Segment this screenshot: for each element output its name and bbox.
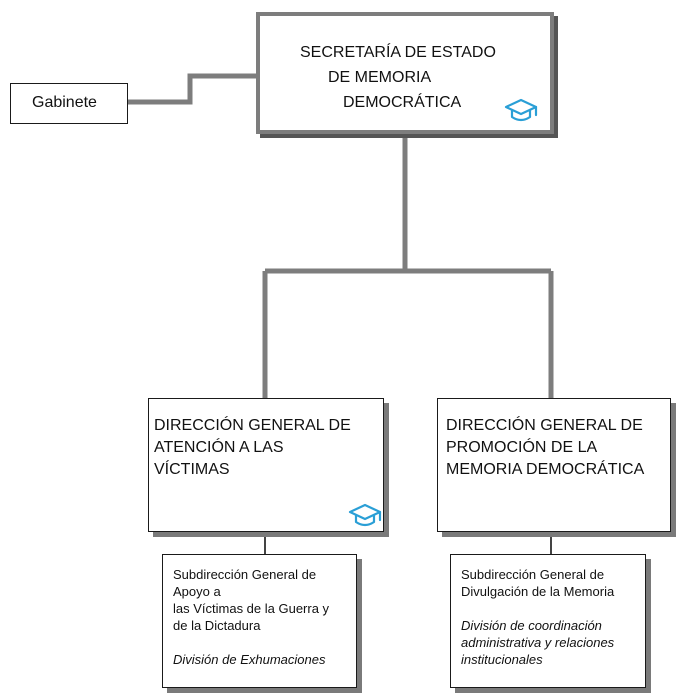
gabinete-label: Gabinete <box>32 94 97 111</box>
sub-divulgacion-box[interactable]: Subdirección General de Divulgación de l… <box>450 554 646 688</box>
graduation-cap-icon <box>348 503 382 527</box>
secretaria-line-1: SECRETARÍA DE ESTADO <box>300 44 496 61</box>
dg-victimas-line-2: ATENCIÓN A LAS <box>154 439 284 456</box>
gabinete-connector <box>128 73 258 105</box>
dg-promocion-line-3: MEMORIA DEMOCRÁTICA <box>446 461 645 478</box>
secretaria-line-3: DEMOCRÁTICA <box>343 94 462 111</box>
dg-victimas-line-3: VÍCTIMAS <box>154 461 230 478</box>
secretaria-box[interactable]: SECRETARÍA DE ESTADO DE MEMORIA DEMOCRÁT… <box>256 12 554 134</box>
division-exhumaciones: División de Exhumaciones <box>173 652 326 667</box>
graduation-cap-icon <box>504 98 538 122</box>
gabinete-box[interactable]: Gabinete <box>10 83 128 124</box>
dg-promocion-line-1: DIRECCIÓN GENERAL DE <box>446 417 643 434</box>
division-coordinacion-line-3: institucionales <box>461 652 543 667</box>
sub-divulgacion-line-2: Divulgación de la Memoria <box>461 584 615 599</box>
dg-victimas-box[interactable]: DIRECCIÓN GENERAL DE ATENCIÓN A LAS VÍCT… <box>148 398 384 532</box>
sub-apoyo-line-1: Subdirección General de <box>173 567 317 582</box>
dg-promocion-box[interactable]: DIRECCIÓN GENERAL DE PROMOCIÓN DE LA MEM… <box>437 398 671 532</box>
sub-apoyo-line-3: las Víctimas de la Guerra y <box>173 601 330 616</box>
dg-promocion-line-2: PROMOCIÓN DE LA <box>446 439 598 456</box>
sub-apoyo-line-2: Apoyo a <box>173 584 221 599</box>
sub-apoyo-line-4: de la Dictadura <box>173 618 261 633</box>
secretaria-line-2: DE MEMORIA <box>328 69 432 86</box>
division-coordinacion-line-2: administrativa y relaciones <box>461 635 615 650</box>
sub-divulgacion-line-1: Subdirección General de <box>461 567 605 582</box>
dg-victimas-line-1: DIRECCIÓN GENERAL DE <box>154 417 351 434</box>
sub-apoyo-victimas-box[interactable]: Subdirección General de Apoyo a las Víct… <box>162 554 357 688</box>
division-coordinacion-line-1: División de coordinación <box>461 618 602 633</box>
